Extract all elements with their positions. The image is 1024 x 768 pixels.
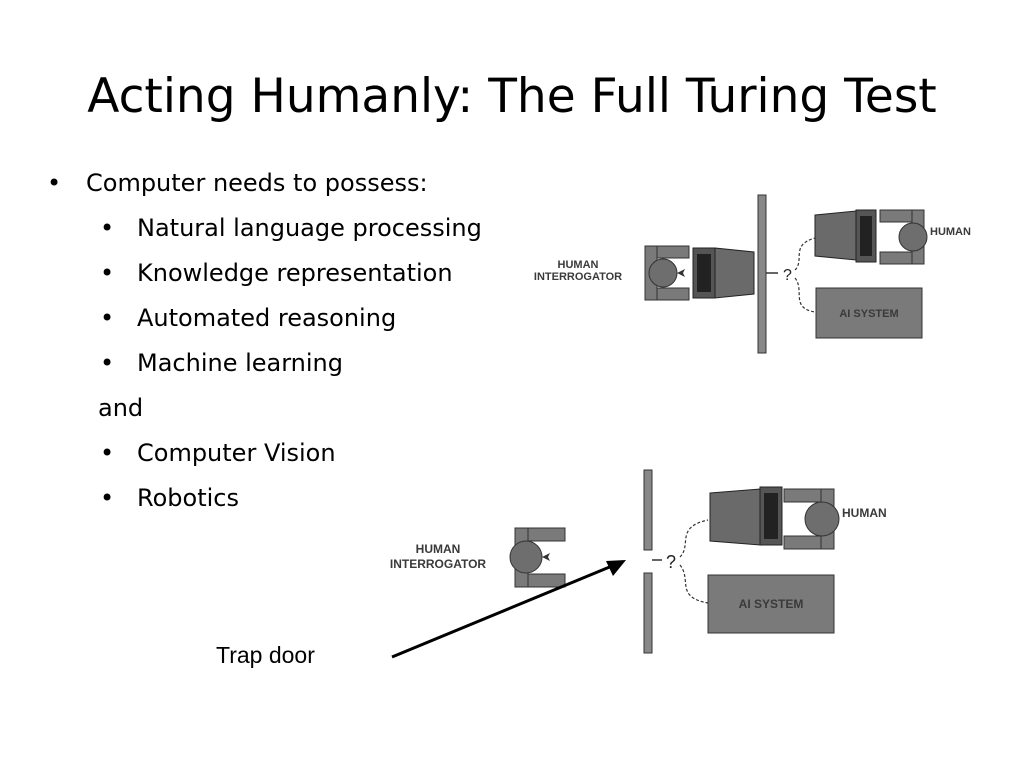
interrogator-icon: [509, 527, 566, 588]
bullet-text: Computer Vision: [137, 439, 336, 467]
interrogator-icon: [644, 245, 690, 301]
bullet-marker: •: [100, 259, 115, 287]
bullet-text: Computer needs to possess:: [86, 169, 428, 197]
terminal-icon: [692, 247, 755, 299]
wall-lower: [643, 572, 653, 654]
ai-system-label: AI SYSTEM: [739, 597, 804, 611]
interrogator-label-line2: INTERROGATOR: [534, 271, 622, 283]
wall-upper: [643, 469, 653, 551]
interrogator-label-line1: HUMAN: [416, 542, 461, 556]
human-icon: [709, 486, 840, 550]
human-icon: [814, 209, 928, 265]
interrogator-label-line1: HUMAN: [558, 259, 599, 271]
human-label: HUMAN: [930, 226, 971, 238]
interrogator-label-line2: INTERROGATOR: [390, 557, 487, 571]
ai-system-label: AI SYSTEM: [839, 308, 898, 320]
bullet-text: Robotics: [137, 484, 239, 512]
total-turing-test-diagram: HUMAN INTERROGATOR ? HUMAN AI SYSTEM: [390, 469, 887, 654]
trap-door-arrow: [391, 560, 626, 659]
question-mark: ?: [783, 267, 792, 284]
bullet-marker: •: [100, 349, 115, 377]
human-label: HUMAN: [842, 506, 887, 520]
bullet-text: Machine learning: [137, 349, 344, 377]
bullet-marker: •: [100, 484, 115, 512]
turing-test-diagram: HUMAN INTERROGATOR ?: [534, 194, 971, 354]
bullet-marker: •: [100, 439, 115, 467]
slide-title: Acting Humanly: The Full Turing Test: [87, 69, 937, 124]
bullet-text: Natural language processing: [137, 214, 482, 242]
bullet-text: Automated reasoning: [137, 304, 397, 332]
wall: [757, 194, 767, 354]
question-mark: ?: [666, 552, 676, 572]
bullet-text: Knowledge representation: [137, 259, 453, 287]
bullet-marker: •: [100, 304, 115, 332]
bullet-text: and: [98, 394, 144, 422]
trap-door-label: Trap door: [216, 642, 315, 668]
bullet-marker: •: [100, 214, 115, 242]
ai-system-box: [707, 574, 835, 634]
ai-system-box: [815, 287, 923, 339]
bullet-marker: •: [47, 169, 62, 197]
